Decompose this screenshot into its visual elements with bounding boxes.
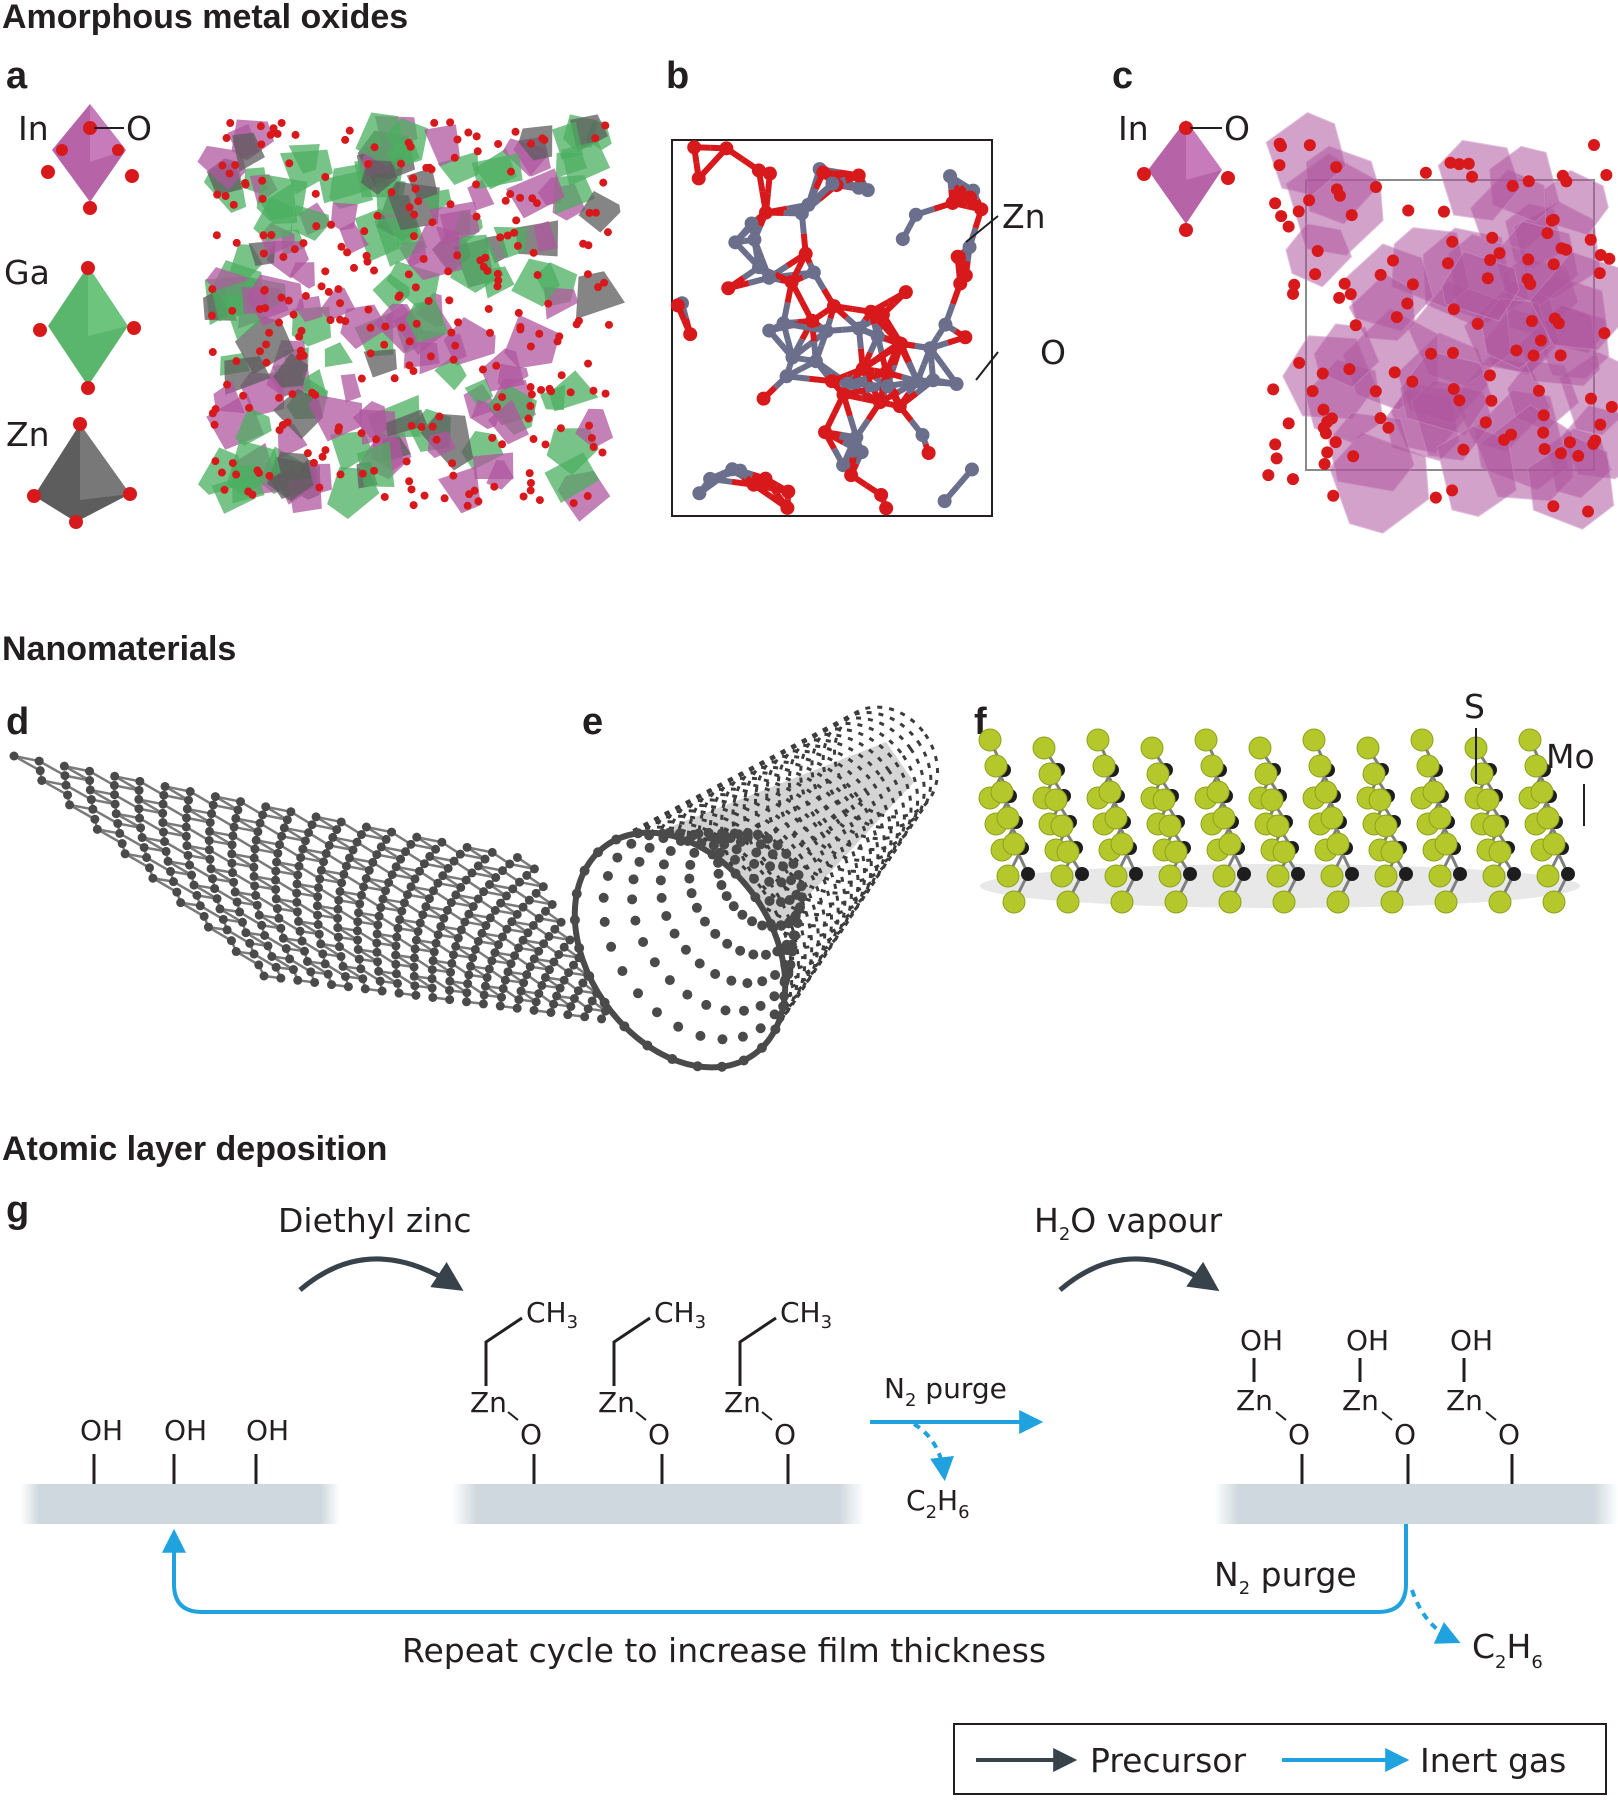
label-zn: Zn: [1236, 1384, 1273, 1417]
label-zn: Zn: [1002, 197, 1046, 236]
panel-label-d: d: [6, 701, 29, 743]
label-oh: OH: [80, 1414, 123, 1447]
label-zn: Zn: [6, 415, 50, 454]
label-oh: OH: [1240, 1324, 1283, 1357]
label-diethyl-zinc: Diethyl zinc: [278, 1201, 471, 1240]
repeat-cycle-arrow: [162, 1524, 1408, 1614]
section-title-nanomaterials: Nanomaterials: [2, 630, 236, 668]
panel-f: S Mo: [978, 687, 1595, 914]
label-in: In: [18, 109, 49, 148]
label-zn: Zn: [598, 1386, 635, 1419]
byproduct-arrow-1: [912, 1422, 954, 1482]
label-zn: Zn: [724, 1386, 761, 1419]
label-c2h6: C2H6: [906, 1484, 970, 1523]
label-ch3: CH3: [780, 1296, 832, 1333]
section-title-ald: Atomic layer deposition: [2, 1130, 387, 1168]
carbon-nanotube-image: [569, 705, 940, 1072]
label-mo: Mo: [1546, 737, 1595, 776]
in-octahedron-icon: [41, 104, 139, 215]
panel-e: [569, 705, 940, 1072]
stage2-ethylzinc-group: O Zn CH3: [470, 1296, 578, 1484]
indium-oxide-structure-image: [1262, 112, 1618, 534]
label-ch3: CH3: [654, 1296, 706, 1333]
panel-label-e: e: [582, 701, 603, 743]
label-n2-purge: N2 purge: [884, 1372, 1007, 1411]
panel-b: Zn O: [670, 139, 1066, 517]
precursor-arrow-2: [1058, 1256, 1220, 1292]
panel-label-c: c: [1112, 55, 1133, 97]
label-repeat-cycle: Repeat cycle to increase film thickness: [402, 1631, 1046, 1670]
label-o: O: [126, 109, 152, 148]
stage3-zincol-group: O Zn OH: [1446, 1324, 1520, 1484]
label-in: In: [1118, 109, 1149, 148]
legend-inert-gas-label: Inert gas: [1420, 1741, 1566, 1780]
label-c2h6: C2H6: [1472, 1627, 1543, 1673]
substrate-3: [1214, 1484, 1618, 1524]
substrate-1: [20, 1484, 340, 1524]
in-octahedron-icon: [1137, 120, 1235, 237]
label-ga: Ga: [4, 253, 50, 292]
substrate-2: [452, 1484, 864, 1524]
igzo-structure-image: [197, 112, 625, 522]
panel-g: Diethyl zinc H2O vapour OH OH OH O Zn CH…: [20, 1201, 1618, 1673]
label-zn: Zn: [1342, 1384, 1379, 1417]
panel-label-a: a: [6, 55, 28, 97]
label-o: O: [1394, 1418, 1416, 1451]
label-oh: OH: [1346, 1324, 1389, 1357]
panel-label-g: g: [6, 1189, 29, 1231]
panel-c: In O: [1118, 109, 1618, 534]
panel-a: In O Ga Zn: [4, 104, 625, 529]
stage3-zincol-group: O Zn OH: [1342, 1324, 1416, 1484]
label-n2-purge: N2 purge: [1214, 1555, 1357, 1599]
precursor-arrow-1: [298, 1256, 464, 1292]
legend-precursor-label: Precursor: [1090, 1741, 1246, 1780]
stage3-zincol-group: O Zn OH: [1236, 1324, 1310, 1484]
byproduct-arrow-2: [1410, 1589, 1461, 1644]
label-oh: OH: [164, 1414, 207, 1447]
label-o: O: [774, 1418, 796, 1451]
zno-structure-image: [670, 140, 989, 516]
legend: Precursor Inert gas: [953, 1723, 1607, 1795]
label-oh: OH: [1450, 1324, 1493, 1357]
panel-label-b: b: [666, 55, 689, 97]
label-s: S: [1464, 687, 1485, 726]
stage1-hydroxyl-groups: OH OH OH: [80, 1414, 289, 1484]
label-oh: OH: [246, 1414, 289, 1447]
mos2-structure-image: [978, 728, 1575, 914]
stage2-ethylzinc-group: O Zn CH3: [724, 1296, 832, 1484]
stage2-ethylzinc-group: O Zn CH3: [598, 1296, 706, 1484]
label-zn: Zn: [470, 1386, 507, 1419]
label-o: O: [1498, 1418, 1520, 1451]
label-o: O: [1040, 333, 1066, 372]
zn-tetrahedron-icon: [27, 417, 137, 529]
label-o: O: [648, 1418, 670, 1451]
label-o: O: [520, 1418, 542, 1451]
label-o: O: [1288, 1418, 1310, 1451]
panel-d: [9, 751, 611, 1024]
graphene-sheet-image: [9, 751, 611, 1024]
label-zn: Zn: [1446, 1384, 1483, 1417]
label-h2o-vapour: H2O vapour: [1034, 1201, 1223, 1245]
label-o: O: [1224, 109, 1250, 148]
ga-octahedron-icon: [33, 261, 141, 395]
label-ch3: CH3: [526, 1296, 578, 1333]
section-title-amorphous: Amorphous metal oxides: [2, 0, 408, 36]
